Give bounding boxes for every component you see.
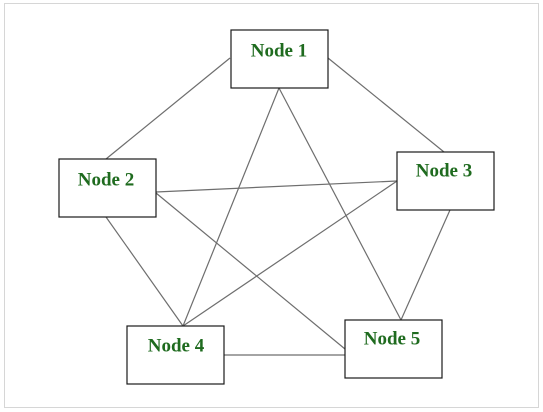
node-1-label: Node 1 [251,40,307,61]
node-3-box [396,151,495,211]
node-4-label: Node 4 [148,335,205,356]
node-5[interactable]: Node 5 [344,319,443,379]
edge-n1-n4 [182,87,280,327]
node-4-box [126,325,225,385]
node-5-box [344,319,443,379]
node-3[interactable]: Node 3 [396,151,495,211]
edge-n1-n3 [327,57,445,153]
node-2-box [58,158,157,218]
edge-n3-n5 [400,209,451,321]
nodes-layer: Node 1 Node 2 Node 3 Node 4 Node 5 [58,29,495,385]
edge-n2-n4 [105,216,184,327]
edges-layer [105,57,451,356]
edge-n1-n5 [278,87,402,321]
edge-n3-n4 [182,180,398,327]
node-1[interactable]: Node 1 [230,29,329,89]
edge-n2-n5 [155,192,346,350]
node-1-box [230,29,329,89]
node-2-label: Node 2 [78,169,134,190]
edge-n1-n2 [105,57,231,160]
node-2[interactable]: Node 2 [58,158,157,218]
node-5-label: Node 5 [364,328,420,349]
node-3-label: Node 3 [416,160,472,181]
edge-n2-n3 [155,180,398,193]
node-4[interactable]: Node 4 [126,325,225,385]
